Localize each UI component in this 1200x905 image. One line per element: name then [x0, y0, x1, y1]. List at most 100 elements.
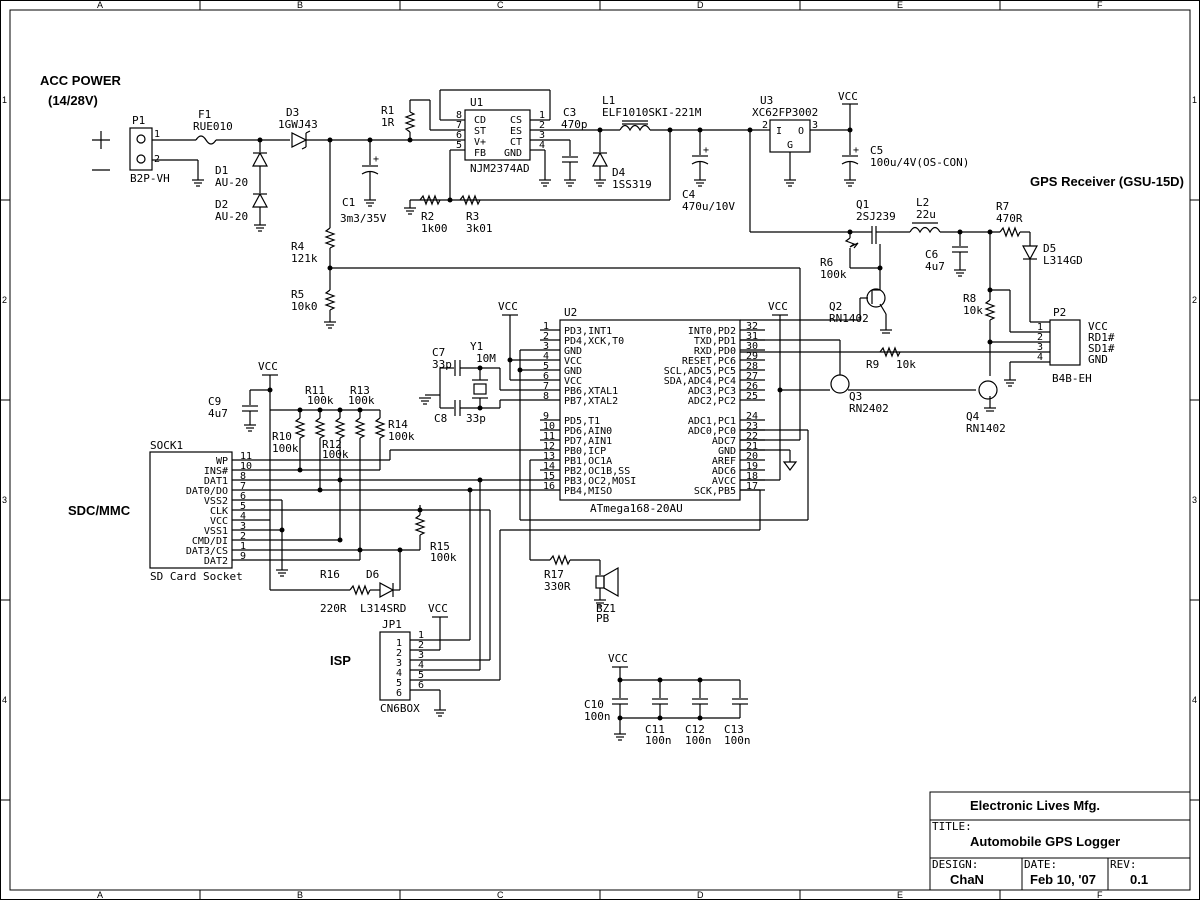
u2-pin-16: PB4,MISO: [564, 486, 612, 497]
c3-value: 470p: [561, 118, 588, 131]
grid-row-right-1: 1: [1192, 95, 1197, 105]
u1-pin-cs: CS: [510, 115, 522, 126]
sock1-pin-num-2: 2: [240, 531, 246, 542]
decap-vcc-label: VCC: [608, 652, 628, 665]
r7-ref: R7: [996, 200, 1009, 213]
acc-voltage-label: (14/28V): [48, 93, 98, 108]
y1-crystal: [473, 383, 487, 395]
r3-resistor: [459, 194, 481, 206]
u2-pin-num-28: 28: [746, 361, 758, 372]
u2-pin-5: GND: [564, 366, 582, 377]
u3-pin-in: I: [776, 126, 782, 137]
r5-value: 10k0: [291, 300, 318, 313]
sock1-pin-8: DAT1: [204, 476, 228, 487]
crystal-section: C7 33p Y1 10M C8 33p: [419, 340, 540, 425]
bz1-buzzer: [595, 575, 605, 589]
f1-value: RUE010: [193, 120, 233, 133]
d2-ref: D2: [215, 198, 228, 211]
grid-row-right-4: 4: [1192, 695, 1197, 705]
u2-pin-num-13: 13: [543, 451, 555, 462]
c9-value: 4u7: [208, 407, 228, 420]
p2-pin-sd1: SD1#: [1088, 342, 1115, 355]
svg-text:1: 1: [1037, 322, 1043, 333]
r14-value: 100k: [388, 430, 415, 443]
u2-pin-8: PB7,XTAL2: [564, 396, 618, 407]
d4-ref: D4: [612, 166, 626, 179]
svg-text:+: +: [373, 154, 379, 165]
sock1-pin-2: CMD/DI: [192, 536, 228, 547]
c7-ref: C7: [432, 346, 445, 359]
r7-resistor: [999, 226, 1021, 238]
sock1-pin-num-3: 3: [240, 521, 246, 532]
r9-resistor: [879, 346, 901, 358]
u2-pin-9: PD5,T1: [564, 416, 600, 427]
svg-text:6: 6: [418, 680, 424, 691]
isp-header: JP1 CN6BOX 123 456 123 456 VCC: [379, 480, 761, 717]
r2-value: 1k00: [421, 222, 448, 235]
sock1-pin-num-8: 8: [240, 471, 246, 482]
r7-value: 470R: [996, 212, 1023, 225]
c4-ref: C4: [682, 188, 696, 201]
u2-pin-29: RESET,PC6: [682, 356, 736, 367]
svg-text:2: 2: [539, 120, 545, 131]
sock1-pin-num-5: 5: [240, 501, 246, 512]
r4-ref: R4: [291, 240, 305, 253]
u2-pin-19: ADC6: [712, 466, 736, 477]
p2-pin-rd1: RD1#: [1088, 331, 1115, 344]
u3-pin-gnd: G: [787, 140, 793, 151]
u1-ref: U1: [470, 96, 483, 109]
u1-pin-es: ES: [510, 126, 522, 137]
d5-led: [1021, 245, 1039, 261]
q3-value: RN2402: [849, 402, 889, 415]
u1-regulator: U1 NJM2374AD CD ST V+ FB CS ES CT GND 8 …: [404, 89, 760, 235]
p1-type: B2P-VH: [130, 172, 170, 185]
d5-ref: D5: [1043, 242, 1056, 255]
svg-text:2: 2: [762, 120, 768, 131]
r13-ref: R13: [350, 384, 370, 397]
u2-pin-num-4: 4: [543, 351, 549, 362]
svg-text:6: 6: [456, 130, 462, 141]
u2-pin-num-15: 15: [543, 471, 555, 482]
u3-ref: U3: [760, 94, 773, 107]
u1-value: NJM2374AD: [470, 162, 530, 175]
svg-text:2: 2: [1037, 332, 1043, 343]
grid-row-left-4: 4: [2, 695, 7, 705]
u2-pin-18: AVCC: [712, 476, 736, 487]
gps-section-label: GPS Receiver (GSU-15D): [1030, 174, 1184, 189]
u2-pin-num-11: 11: [543, 431, 555, 442]
d1-value: AU-20: [215, 176, 248, 189]
u2-pin-num-24: 24: [746, 411, 758, 422]
u2-pin-num-8: 8: [543, 391, 549, 402]
f1-ref: F1: [198, 108, 211, 121]
d1-diode: [251, 151, 269, 167]
d4-diode: [591, 151, 609, 167]
sdc-section-label: SDC/MMC: [68, 503, 131, 518]
p2-pin-vcc: VCC: [1088, 320, 1108, 333]
grid-row-left-1: 1: [2, 95, 7, 105]
u2-pin-28: SCL,ADC5,PC5: [664, 366, 736, 377]
svg-text:6: 6: [396, 688, 402, 699]
svg-text:4: 4: [418, 660, 424, 671]
u2-pin-num-5: 5: [543, 361, 549, 372]
u2-pin-num-25: 25: [746, 391, 758, 402]
l1-value: ELF1010SKI-221M: [602, 106, 702, 119]
c9-ref: C9: [208, 395, 221, 408]
svg-text:4: 4: [539, 140, 545, 151]
u2-pin-32: INT0,PD2: [688, 326, 736, 337]
u2-pin-num-12: 12: [543, 441, 555, 452]
title-label: TITLE:: [932, 820, 972, 833]
grid-col-top-C: C: [497, 0, 504, 10]
u2-pin-num-14: 14: [543, 461, 555, 472]
svg-text:+: +: [853, 145, 859, 156]
r10-value: 100k: [272, 442, 299, 455]
u2-pin-31: TXD,PD1: [694, 336, 736, 347]
grid-col-bottom-E: E: [897, 890, 903, 900]
date-label: DATE:: [1024, 858, 1057, 871]
rev-label: REV:: [1110, 858, 1137, 871]
